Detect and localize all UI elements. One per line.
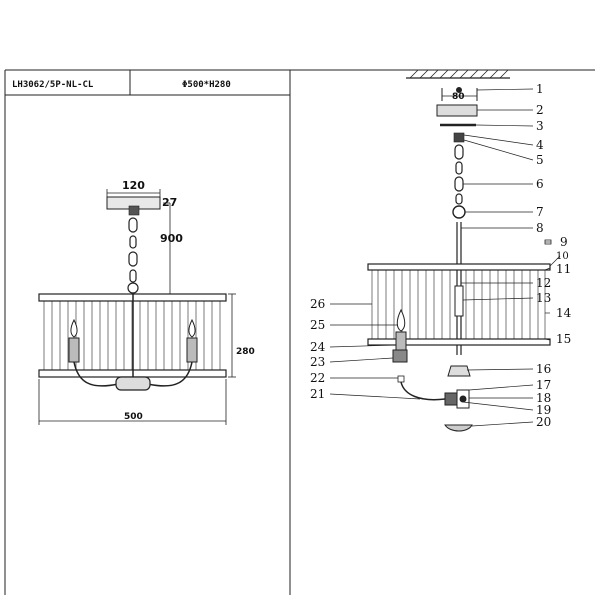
sheet-frame — [4, 69, 595, 595]
part-label-13: 13 — [536, 291, 551, 305]
part-label-25: 25 — [310, 318, 325, 332]
part-label-18: 18 — [536, 391, 551, 405]
part-label-22: 22 — [310, 371, 325, 385]
part-label-16: 16 — [536, 362, 551, 376]
leader-lines — [329, 88, 561, 427]
part-label-17: 17 — [536, 378, 551, 392]
part-label-6: 6 — [536, 177, 544, 191]
part-label-20: 20 — [536, 415, 551, 429]
shade-diameter-dim: 500 — [124, 412, 143, 422]
canopy-width-dim: 120 — [122, 179, 145, 192]
overall-height-dim: 900 — [160, 232, 183, 245]
part-label-24: 24 — [310, 340, 326, 354]
part-label-1: 1 — [536, 82, 544, 96]
ref-27-dim: 27 — [162, 196, 177, 209]
front-view — [38, 189, 236, 425]
part-label-7: 7 — [536, 205, 544, 219]
shade-height-dim: 280 — [236, 347, 255, 357]
part-label-4: 4 — [536, 138, 544, 152]
part-label-12: 12 — [536, 276, 551, 290]
part-label-2: 2 — [536, 103, 544, 117]
part-label-10: 10 — [556, 251, 569, 262]
part-label-5: 5 — [536, 153, 544, 167]
bracket-width-dim: 80 — [452, 92, 465, 102]
part-label-19: 19 — [536, 403, 551, 417]
model-number: LH3062/5P-NL-CL — [12, 80, 94, 90]
part-label-21: 21 — [310, 387, 325, 401]
part-label-15: 15 — [556, 332, 571, 346]
part-label-23: 23 — [310, 355, 325, 369]
exploded-view — [367, 69, 552, 432]
size-spec: Φ500*H280 — [182, 80, 231, 90]
part-label-8: 8 — [536, 221, 544, 235]
part-label-26: 26 — [310, 297, 325, 311]
part-label-9: 9 — [560, 235, 568, 249]
part-label-14: 14 — [556, 306, 572, 320]
part-labels: 1 2 3 4 5 6 7 8 9 10 11 12 13 14 15 16 1… — [310, 82, 572, 429]
part-label-3: 3 — [536, 119, 544, 133]
part-label-11: 11 — [556, 262, 571, 276]
